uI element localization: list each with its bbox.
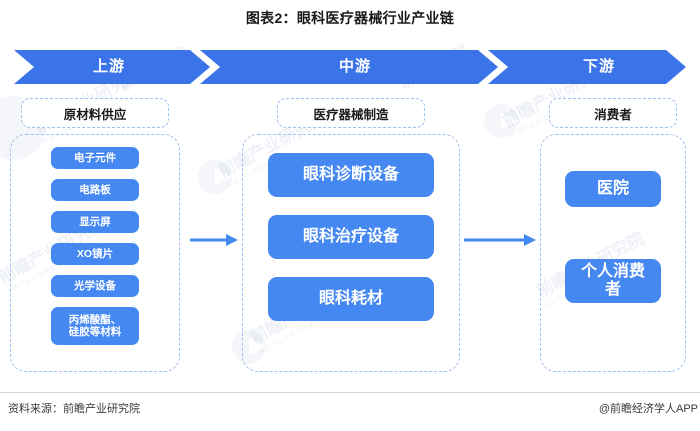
page-title: 图表2：眼科医疗器械行业产业链 [245,10,455,26]
banner-label-downstream: 下游 [582,58,615,75]
watermark-logo-icon [484,104,518,138]
item-hospital[interactable]: 医院 [565,171,661,207]
item-optical-equipment[interactable]: 光学设备 [51,275,139,297]
item-ophthalmic-diagnostic-equipment[interactable]: 眼科诊断设备 [268,153,434,197]
column-header-midstream: 医疗器械制造 [277,98,425,128]
column-header-upstream: 原材料供应 [21,98,169,128]
item-electronic-components[interactable]: 电子元件 [51,147,139,169]
value-chain-banner [14,50,686,84]
column-body-downstream: 医院 个人消费 者 [540,134,686,372]
item-display-screen[interactable]: 显示屏 [51,211,139,233]
item-ophthalmic-treatment-equipment[interactable]: 眼科治疗设备 [268,215,434,259]
column-midstream: 医疗器械制造 眼科诊断设备 眼科治疗设备 眼科耗材 [242,98,460,372]
banner-segment-downstream [488,50,686,84]
item-circuit-board[interactable]: 电路板 [51,179,139,201]
column-upstream: 原材料供应 电子元件 电路板 显示屏 XO镜片 光学设备 丙烯酸酯、 硅胶等材料 [10,98,180,372]
footer-source: 资料来源：前瞻产业研究院 [8,403,140,415]
column-header-downstream: 消费者 [549,98,677,128]
banner-label-midstream: 中游 [338,58,371,75]
column-body-midstream: 眼科诊断设备 眼科治疗设备 眼科耗材 [242,134,460,372]
banner-label-upstream: 上游 [92,58,125,75]
upstream-to-midstream-arrow [190,232,238,248]
footer-divider [0,392,700,393]
item-acrylate-silicone-materials[interactable]: 丙烯酸酯、 硅胶等材料 [51,307,139,345]
item-individual-consumer[interactable]: 个人消费 者 [565,259,661,303]
column-downstream: 消费者 医院 个人消费 者 [540,98,686,372]
watermark-logo-icon [198,160,232,194]
banner-segment-upstream [14,50,210,84]
banner-segment-midstream [200,50,498,84]
midstream-to-downstream-arrow [464,232,536,248]
item-ophthalmic-consumables[interactable]: 眼科耗材 [268,277,434,321]
item-xo-lens[interactable]: XO镜片 [51,243,139,265]
column-body-upstream: 电子元件 电路板 显示屏 XO镜片 光学设备 丙烯酸酯、 硅胶等材料 [10,134,180,372]
footer-brand: @前瞻经济学人APP [598,403,698,415]
